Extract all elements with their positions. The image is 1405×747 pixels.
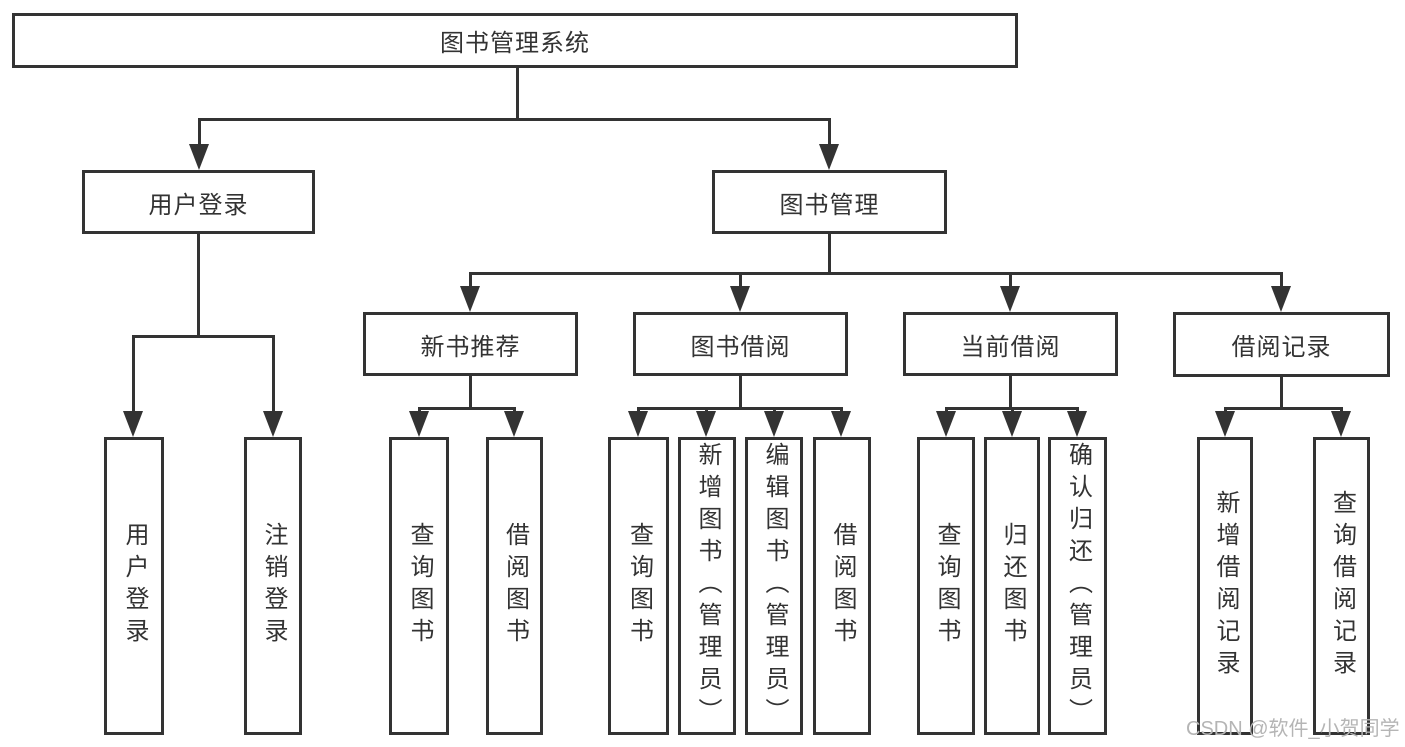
leaf-rec-query-books-label: 查询图书 <box>406 522 433 650</box>
connector-line <box>828 234 831 275</box>
arrowhead-down-icon <box>1000 286 1020 312</box>
arrowhead-down-icon <box>936 411 956 437</box>
connector-line <box>1280 272 1283 290</box>
arrowhead-down-icon <box>1002 411 1022 437</box>
arrowhead-down-icon <box>409 411 429 437</box>
node-borrow-record: 借阅记录 <box>1173 312 1390 377</box>
node-current-borrow-label: 当前借阅 <box>960 333 1061 361</box>
arrowhead-down-icon <box>189 144 209 170</box>
arrowhead-down-icon <box>504 411 524 437</box>
connector-line <box>469 272 1282 275</box>
node-user-login-label: 用户登录 <box>148 191 249 219</box>
leaf-edit-books-admin-label: 编辑图书（管理员） <box>761 442 788 730</box>
leaf-rec-query-books: 查询图书 <box>389 437 449 735</box>
leaf-add-books-admin: 新增图书（管理员） <box>678 437 736 735</box>
node-user-login: 用户登录 <box>82 170 315 234</box>
node-new-book-recommend-label: 新书推荐 <box>420 333 521 361</box>
arrowhead-down-icon <box>123 411 143 437</box>
connector-line <box>469 376 472 410</box>
leaf-borrow-books-label: 借阅图书 <box>829 522 856 650</box>
leaf-edit-books-admin: 编辑图书（管理员） <box>745 437 803 735</box>
arrowhead-down-icon <box>819 144 839 170</box>
connector-line <box>516 68 519 118</box>
node-current-borrow: 当前借阅 <box>903 312 1118 376</box>
leaf-return-books-label: 归还图书 <box>999 522 1026 650</box>
leaf-current-query-books: 查询图书 <box>917 437 975 735</box>
arrowhead-down-icon <box>1067 411 1087 437</box>
leaf-borrow-books: 借阅图书 <box>813 437 871 735</box>
connector-line <box>1009 376 1012 410</box>
leaf-query-borrow-record: 查询借阅记录 <box>1313 437 1370 735</box>
arrowhead-down-icon <box>1215 411 1235 437</box>
connector-line <box>1280 377 1283 410</box>
connector-line <box>198 118 831 121</box>
leaf-logout-label: 注销登录 <box>260 522 287 650</box>
leaf-add-borrow-record: 新增借阅记录 <box>1197 437 1253 735</box>
connector-line <box>198 118 201 148</box>
connector-line <box>739 272 742 290</box>
arrowhead-down-icon <box>460 286 480 312</box>
connector-line <box>1009 272 1012 290</box>
arrowhead-down-icon <box>263 411 283 437</box>
node-new-book-recommend: 新书推荐 <box>363 312 578 376</box>
leaf-return-books: 归还图书 <box>984 437 1040 735</box>
arrowhead-down-icon <box>1271 286 1291 312</box>
leaf-rec-borrow-books: 借阅图书 <box>486 437 543 735</box>
leaf-confirm-return-admin-label: 确认归还（管理员） <box>1064 442 1092 730</box>
connector-line <box>418 407 515 410</box>
node-root: 图书管理系统 <box>12 13 1018 68</box>
connector-line <box>469 272 472 290</box>
arrowhead-down-icon <box>764 411 784 437</box>
leaf-confirm-return-admin: 确认归还（管理员） <box>1048 437 1107 735</box>
node-book-management-label: 图书管理 <box>779 191 880 219</box>
leaf-add-books-admin-label: 新增图书（管理员） <box>694 442 721 730</box>
leaf-query-borrow-record-label: 查询借阅记录 <box>1328 490 1356 682</box>
leaf-borrow-query-books: 查询图书 <box>608 437 669 735</box>
connector-line <box>197 234 200 337</box>
connector-line <box>637 407 843 410</box>
leaf-logout: 注销登录 <box>244 437 302 735</box>
leaf-add-borrow-record-label: 新增借阅记录 <box>1212 490 1239 682</box>
leaf-rec-borrow-books-label: 借阅图书 <box>501 522 529 650</box>
leaf-user-login: 用户登录 <box>104 437 164 735</box>
node-book-management: 图书管理 <box>712 170 947 234</box>
arrowhead-down-icon <box>628 411 648 437</box>
arrowhead-down-icon <box>730 286 750 312</box>
connector-line <box>132 335 135 415</box>
connector-line <box>1224 407 1342 410</box>
arrowhead-down-icon <box>696 411 716 437</box>
connector-line <box>739 376 742 410</box>
arrowhead-down-icon <box>1331 411 1351 437</box>
arrowhead-down-icon <box>831 411 851 437</box>
leaf-user-login-label: 用户登录 <box>121 522 148 650</box>
connector-line <box>133 335 274 338</box>
node-book-borrow-label: 图书借阅 <box>690 333 791 361</box>
watermark: CSDN @软件_小贺同学 <box>1186 718 1400 740</box>
node-book-borrow: 图书借阅 <box>633 312 848 376</box>
node-root-label: 图书管理系统 <box>440 30 590 57</box>
leaf-borrow-query-books-label: 查询图书 <box>625 522 653 650</box>
connector-line <box>828 118 831 148</box>
node-borrow-record-label: 借阅记录 <box>1231 334 1332 361</box>
leaf-current-query-books-label: 查询图书 <box>933 522 960 650</box>
connector-line <box>272 335 275 415</box>
